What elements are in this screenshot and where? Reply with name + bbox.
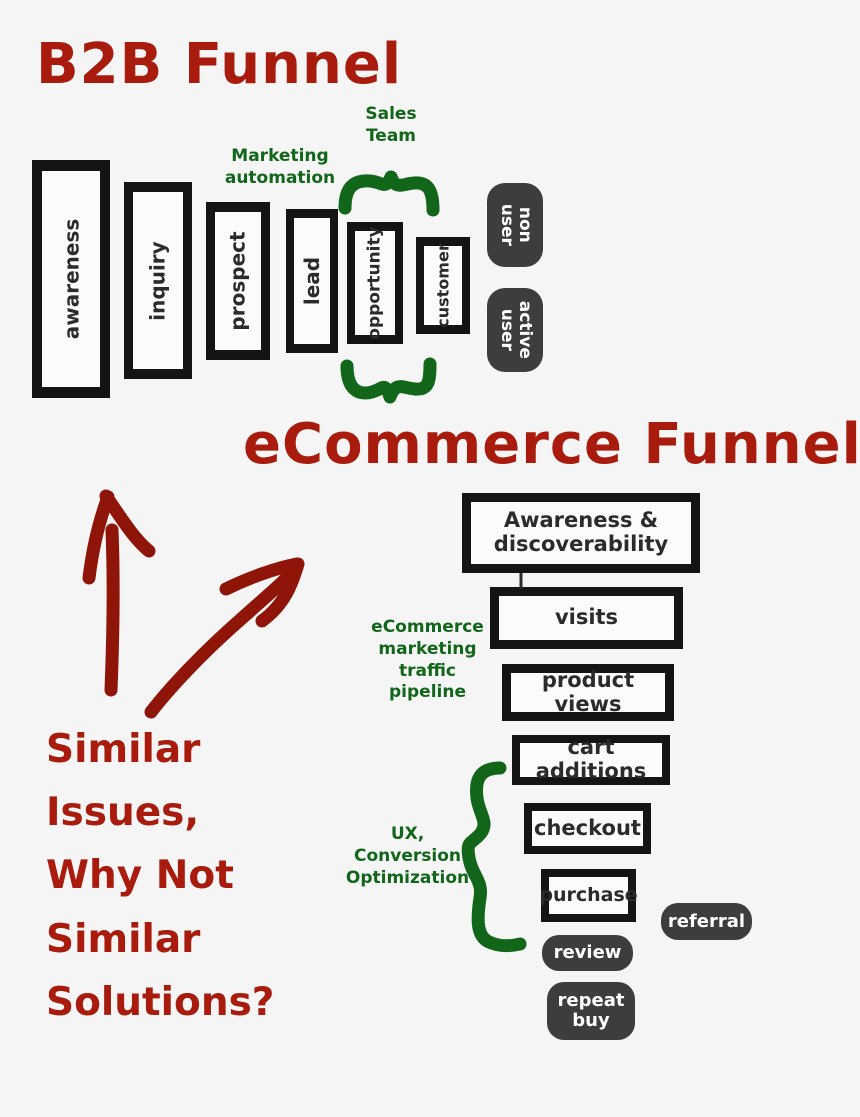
b2b-pill-active-user-label: active user: [497, 300, 535, 360]
b2b-stage-prospect-label: prospect: [226, 231, 250, 331]
b2b-stage-customer-label: customer: [433, 243, 453, 328]
ecom-pill-review[interactable]: review: [542, 935, 633, 971]
question-line-3: Why Not: [46, 853, 234, 899]
b2b-stage-lead-label: lead: [300, 256, 325, 306]
b2b-stage-lead-inner: lead: [294, 218, 330, 344]
ecom-pill-referral[interactable]: referral: [661, 903, 752, 940]
annotation-ecommerce-traffic-pipeline: eCommerce marketing traffic pipeline: [371, 617, 484, 703]
b2b-funnel-title: B2B Funnel: [36, 32, 403, 97]
ecom-pill-repeat-buy-label: repeat buy: [557, 990, 625, 1031]
b2b-stage-prospect-inner: prospect: [215, 212, 261, 350]
question-line-5: Solutions?: [46, 979, 275, 1025]
brace-sales-team-bottom: [340, 357, 437, 404]
b2b-stage-prospect[interactable]: prospect: [206, 202, 270, 360]
ecom-stage-visits-inner: visits: [499, 596, 674, 640]
ecom-pill-repeat-buy[interactable]: repeat buy: [547, 982, 635, 1040]
ecom-stage-product-views-label: product views: [541, 667, 635, 716]
b2b-stage-customer[interactable]: customer: [416, 237, 470, 334]
ecom-stage-visits-label: visits: [554, 605, 619, 630]
ecom-stage-purchase-inner: purchase: [539, 877, 638, 914]
b2b-stage-opportunity[interactable]: opportunity: [347, 222, 403, 344]
b2b-stage-customer-inner: customer: [424, 243, 462, 328]
ecom-stage-cart-additions[interactable]: cart additions: [512, 735, 670, 785]
b2b-stage-opportunity-label: opportunity: [365, 226, 386, 340]
ecom-stage-checkout-inner: checkout: [532, 811, 643, 846]
ecom-pill-review-label: review: [553, 942, 622, 964]
b2b-pill-non-user-label: non user: [496, 203, 535, 247]
b2b-stage-awareness-inner: awareness: [42, 171, 100, 387]
b2b-pill-non-user[interactable]: non user: [487, 183, 543, 267]
ecommerce-funnel-title: eCommerce Funnel: [243, 412, 860, 477]
b2b-stage-inquiry-inner: inquiry: [133, 192, 183, 369]
ecom-stage-checkout-label: checkout: [534, 815, 641, 840]
ecom-stage-awareness[interactable]: Awareness & discoverability: [462, 493, 700, 573]
arrow-up-head-right: [99, 489, 156, 558]
ecom-stage-purchase-label: purchase: [539, 883, 638, 906]
arrow-diagonal-head-lower: [255, 557, 305, 628]
arrow-diagonal-shaft: [144, 560, 304, 719]
arrow-up-shaft: [104, 523, 120, 697]
ecom-stage-cart-additions-inner: cart additions: [520, 736, 662, 783]
b2b-stage-awareness-label: awareness: [59, 218, 84, 340]
arrow-up-head-left: [82, 490, 115, 585]
brace-sales-team-top: [338, 170, 440, 217]
ecom-stage-purchase[interactable]: purchase: [539, 869, 638, 922]
b2b-pill-active-user[interactable]: active user: [487, 288, 543, 372]
question-text-block: Similar Issues, Why Not Similar Solution…: [46, 718, 346, 1034]
b2b-stage-inquiry-label: inquiry: [146, 240, 170, 321]
question-line-1: Similar: [46, 727, 201, 772]
arrow-diagonal-head-upper: [219, 557, 304, 596]
b2b-stage-lead[interactable]: lead: [286, 209, 338, 353]
ecom-stage-product-views[interactable]: product views: [502, 664, 674, 721]
ecom-stage-awareness-label: Awareness & discoverability: [493, 508, 669, 556]
b2b-stage-inquiry[interactable]: inquiry: [124, 182, 192, 379]
b2b-stage-awareness[interactable]: awareness: [32, 160, 110, 398]
ecom-pill-referral-label: referral: [667, 910, 746, 932]
ecom-stage-product-views-inner: product views: [511, 668, 665, 715]
ecom-stage-visits[interactable]: visits: [490, 587, 683, 649]
question-line-2: Issues,: [46, 790, 200, 836]
b2b-stage-opportunity-inner: opportunity: [355, 226, 395, 340]
ecom-stage-awareness-inner: Awareness & discoverability: [471, 502, 691, 564]
annotation-sales-team: Sales Team: [365, 104, 417, 146]
annotation-ux-conversion-optimization: UX, Conversion Optimization: [345, 824, 470, 888]
ecom-stage-checkout[interactable]: checkout: [524, 803, 651, 854]
annotation-marketing-automation: Marketing automation: [224, 146, 336, 188]
ecom-stage-cart-additions-label: cart additions: [535, 735, 647, 783]
question-line-4: Similar: [46, 916, 201, 962]
